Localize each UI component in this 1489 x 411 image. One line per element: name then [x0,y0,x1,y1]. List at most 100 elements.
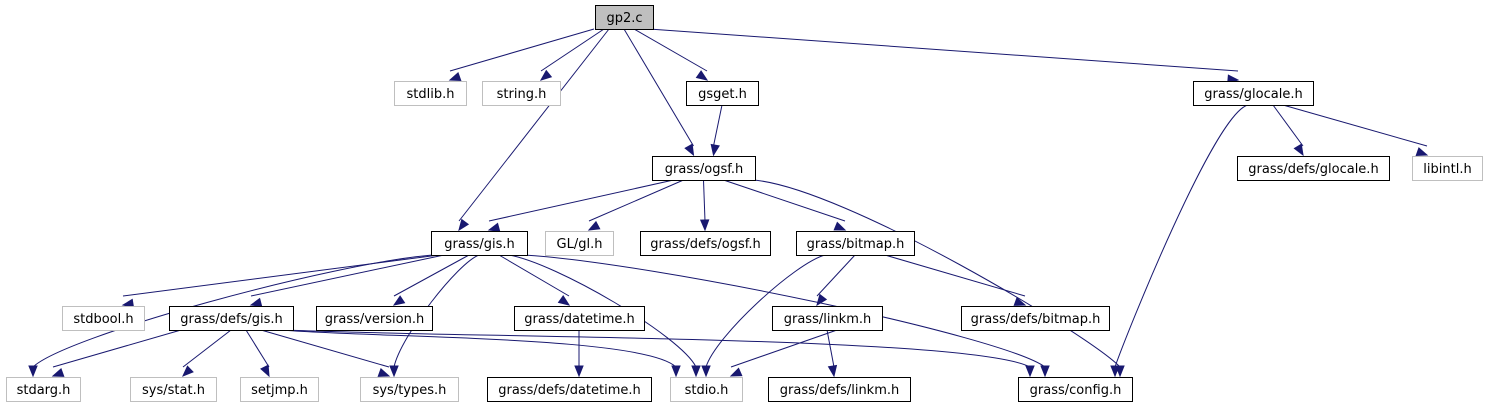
arrowhead-icon [557,295,571,306]
arrowhead-icon [695,70,709,81]
arrowhead-icon [182,365,194,377]
node-gp2-c[interactable]: gp2.c [595,5,654,30]
node-box [6,377,81,402]
edge-line [449,28,595,72]
edge-gsget_h-to-ogsf_h [710,104,723,157]
arrowhead-icon [1115,365,1125,378]
node-label: setjmp.h [251,383,308,398]
arrowhead-icon [691,365,701,378]
edge-datetime_h-to-defs_datetime_h [574,330,584,378]
arrowhead-icon [1025,365,1035,378]
edge-line [1282,104,1428,147]
arrowhead-icon [377,367,391,377]
node-box [1018,377,1133,402]
node-glocale-h[interactable]: grass/glocale.h [1193,81,1314,106]
node-config-h[interactable]: grass/config.h [1018,377,1133,402]
edge-line [260,329,390,368]
node-string-h: string.h [482,81,561,106]
node-defs-ogsf-h[interactable]: grass/defs/ogsf.h [640,231,771,256]
node-label: grass/defs/datetime.h [498,383,641,398]
edge-line [1272,104,1304,147]
arrowhead-icon [487,222,501,232]
node-gis-h[interactable]: grass/gis.h [431,231,528,256]
edge-line [250,254,445,297]
edge-glocale_h-to-defs_glocale_h [1272,104,1304,157]
arrowhead-icon [699,219,710,232]
node-datetime-h[interactable]: grass/datetime.h [514,306,645,331]
edge-line [285,329,1031,368]
node-label: grass/linkm.h [784,312,872,327]
node-defs-bitmap-h[interactable]: grass/defs/bitmap.h [961,306,1110,331]
node-label: stdbool.h [73,312,133,327]
edge-linkm_h-to-defs_linkm_h [826,329,838,378]
node-defs-datetime-h[interactable]: grass/defs/datetime.h [487,377,652,402]
node-box [640,231,771,256]
edge-gp2_c-to-gsget_h [633,28,709,81]
node-label: grass/version.h [325,312,424,327]
node-label: GL/gl.h [557,237,603,252]
node-label: grass/defs/bitmap.h [971,312,1101,327]
edge-line [623,28,694,147]
node-box [652,156,756,181]
node-box [431,231,528,256]
edge-gis_h-to-defs_gis_h [249,254,445,307]
arrowhead-icon [684,143,695,157]
nodes-layer: gp2.c stdlib.h string.h gsget.h grass/glocal… [6,5,1483,402]
edge-bitmap_h-to-stdio_h [701,254,826,378]
node-linkm-h[interactable]: grass/linkm.h [772,306,883,331]
node-box [130,377,217,402]
node-box [1193,81,1314,106]
node-bitmap-h[interactable]: grass/bitmap.h [796,231,915,256]
node-box [686,81,759,106]
node-box [1412,156,1483,181]
node-defs-gis-h[interactable]: grass/defs/gis.h [169,306,294,331]
node-box [360,377,459,402]
edge-ogsf_h-to-defs_ogsf_h [699,179,710,232]
node-sys-types-h: sys/types.h [360,377,459,402]
node-label: gp2.c [606,11,642,26]
edge-gis_h-to-sys_types_h [389,254,480,378]
edge-defs_gis_h-to-sys_types_h [260,329,391,377]
node-box [514,306,645,331]
node-defs-glocale-h[interactable]: grass/defs/glocale.h [1237,156,1390,181]
node-defs-linkm-h[interactable]: grass/defs/linkm.h [768,377,911,402]
node-gsget-h[interactable]: gsget.h [686,81,759,106]
edge-line [122,254,440,297]
arrowhead-icon [671,365,681,378]
edges-layer [28,28,1429,378]
edge-defs_gis_h-to-setjmp_h [245,329,270,378]
edge-line [826,329,835,368]
node-label: grass/bitmap.h [807,237,905,252]
arrowhead-icon [1040,365,1050,378]
edge-line [1114,104,1249,368]
node-label: string.h [497,87,547,102]
edge-glocale_h-to-libintl_h [1282,104,1429,157]
node-label: grass/defs/glocale.h [1248,162,1378,177]
node-label: grass/datetime.h [524,312,635,327]
node-label: stdarg.h [17,383,71,398]
node-box [240,377,319,402]
edge-bitmap_h-to-defs_bitmap_h [884,254,1027,306]
edge-line [458,28,610,222]
arrowhead-icon [458,218,470,232]
node-stdarg-h: stdarg.h [6,377,81,402]
node-box [545,231,614,256]
node-label: grass/glocale.h [1204,87,1302,102]
edge-line [753,179,1121,368]
node-box [487,377,652,402]
node-box [595,5,654,30]
arrowhead-icon [827,364,838,378]
node-ogsf-h[interactable]: grass/ogsf.h [652,156,756,181]
edge-glocale_h-to-config_h [1110,104,1249,378]
edge-line [705,254,826,368]
node-label: grass/config.h [1030,383,1122,398]
edge-line [52,329,182,368]
arrowhead-icon [1415,147,1429,157]
node-label: grass/defs/linkm.h [780,383,900,398]
edge-line [713,104,723,147]
edge-gis_h-to-stdbool_h [121,254,440,309]
node-version-h[interactable]: grass/version.h [316,306,433,331]
node-stdlib-h: stdlib.h [394,81,467,106]
edge-defs_gis_h-to-config_h [285,329,1035,378]
